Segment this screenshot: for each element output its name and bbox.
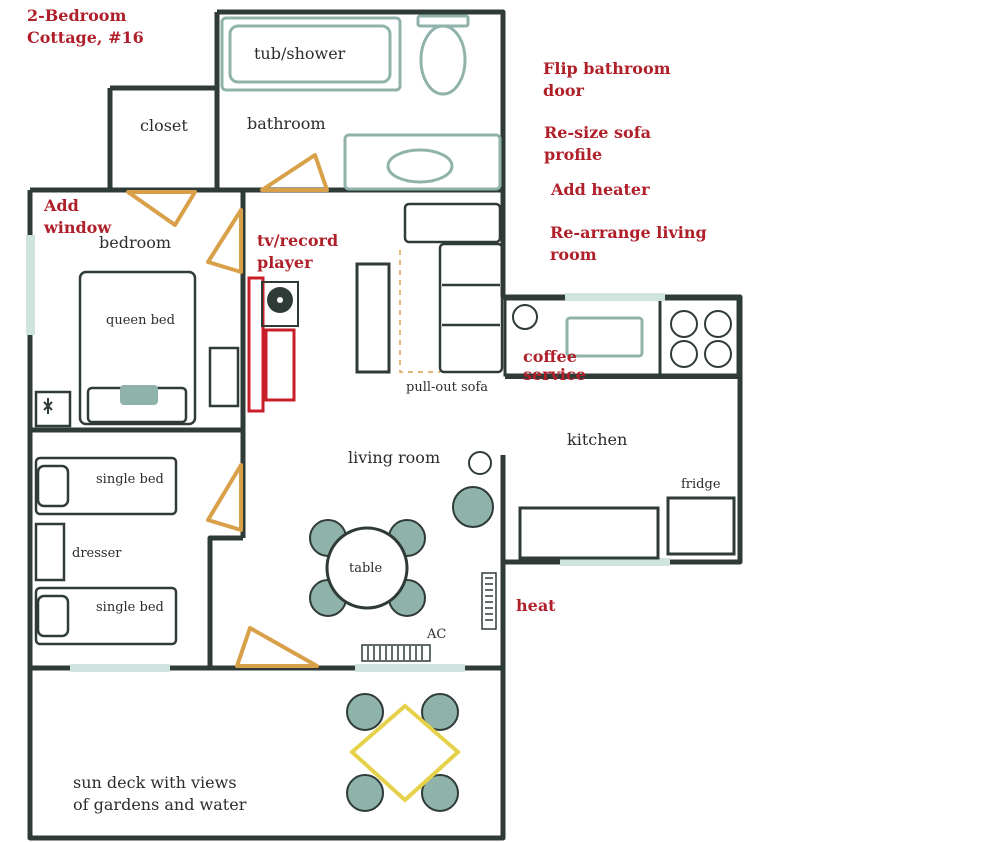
note-tv-record: tv/record player (257, 231, 339, 272)
bedroom-door (206, 208, 243, 274)
deck-chair-nw (346, 693, 384, 731)
tv-record-furniture (247, 276, 296, 413)
windows (26, 235, 670, 672)
bathroom-fixtures (220, 14, 502, 191)
note-add-heater: Add heater (551, 180, 650, 199)
single-bed-bottom-label: single bed (96, 600, 164, 615)
queen-bed-label: queen bed (106, 313, 175, 328)
sofa-back (403, 202, 502, 244)
plant-icon (43, 398, 53, 414)
single-bed-top-frame (34, 456, 178, 516)
kids-room-furniture (34, 456, 178, 646)
note-flip-door: Flip bathroom door (543, 59, 671, 100)
single-bed-bottom-pillow (36, 594, 70, 638)
single-bed-top-label: single bed (96, 472, 164, 487)
vanity (343, 133, 502, 191)
heater-icon (481, 572, 497, 630)
toilet-bowl (419, 24, 467, 96)
nightstand (34, 390, 72, 428)
kitchen-label: kitchen (567, 430, 628, 449)
bathroom-door (260, 153, 329, 192)
note-heat: heat (516, 596, 556, 615)
kids-window (70, 664, 170, 672)
bathroom-label: bathroom (247, 114, 326, 133)
deck-chair-se (421, 774, 459, 812)
kids-room-right-wall (207, 535, 243, 668)
bathroom-outer-wall (217, 9, 506, 190)
pull-out-sofa-label: pull-out sofa (406, 380, 489, 395)
table-label: table (349, 561, 383, 576)
queen-bed-frame (78, 270, 197, 426)
sink (386, 148, 454, 184)
armchair (452, 486, 494, 528)
tub-inner (228, 24, 392, 84)
coffee-table (355, 262, 391, 374)
fridge (666, 496, 736, 556)
kids-dresser (34, 522, 66, 582)
living-room-label: living room (348, 448, 441, 467)
dresser-label: dresser (72, 546, 122, 561)
sofa-seat (438, 242, 504, 374)
bedroom-window (26, 235, 35, 335)
ac-label: AC (427, 627, 447, 642)
closet-label: closet (140, 116, 188, 135)
tv-stand (247, 276, 265, 413)
kitchen-sink (565, 316, 644, 358)
single-bed-top-pillow (36, 464, 70, 508)
sofa (403, 202, 504, 374)
sun-deck-wall (27, 665, 506, 841)
ac-unit-icon (361, 644, 431, 662)
bedroom-dresser (208, 346, 240, 408)
deck-table (348, 703, 462, 803)
coffee-maker (512, 304, 538, 330)
record-cabinet (264, 328, 296, 402)
note-rearrange: Re-arrange living room (550, 223, 707, 264)
living-dining-set (309, 519, 426, 617)
bedroom-label: bedroom (99, 233, 172, 252)
plan-title: 2-Bedroom Cottage, #16 (27, 6, 144, 47)
deck-chair-ne (421, 693, 459, 731)
counter-edge (505, 375, 738, 379)
tub (220, 16, 402, 92)
closet-door (126, 190, 197, 227)
kitchen-top-window (565, 293, 665, 301)
kitchen-window (560, 558, 670, 566)
queen-bed-blanket (120, 385, 158, 405)
living-window (355, 664, 465, 672)
burners (670, 310, 732, 368)
single-bed-bottom-frame (34, 586, 178, 646)
note-add-window: Add window (44, 196, 112, 237)
side-table (468, 451, 492, 475)
record-player (261, 281, 299, 327)
kitchen-bench (518, 506, 660, 560)
pull-out-outline (399, 250, 440, 373)
deck-chair-sw (346, 774, 384, 812)
deck-dining-set (346, 693, 462, 812)
fridge-label: fridge (681, 477, 721, 492)
sun-deck-label: sun deck with views of gardens and water (73, 773, 247, 814)
deck-door (235, 626, 319, 668)
tub-shower-label: tub/shower (254, 44, 346, 63)
doors (126, 153, 329, 668)
note-resize-sofa: Re-size sofa profile (544, 123, 651, 164)
round-table (325, 526, 409, 610)
kids-room-door (206, 463, 243, 532)
note-coffee-service: coffee service (523, 347, 586, 384)
